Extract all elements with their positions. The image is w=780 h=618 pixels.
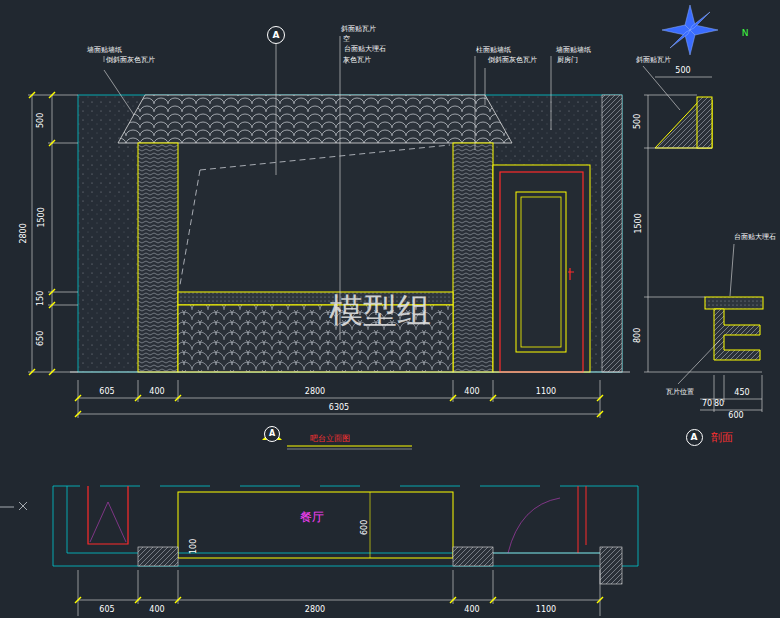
material-note: 灰色瓦片 [343,57,371,65]
dimension: 605 [99,388,114,397]
dimension: 650 [38,330,47,345]
material-note: 墙面贴墙纸 [87,47,122,55]
dimension: 1500 [635,213,644,233]
dimension: 600 [728,412,743,421]
dimension: 2800 [20,223,29,243]
dimension: 400 [149,606,164,615]
dimension: 400 [149,388,164,397]
dimension: 100 [191,538,200,553]
section-title: 剖面 [711,432,733,444]
material-note: 瓦片位置 [666,389,694,397]
dimension: 800 [635,327,644,342]
dimension: 1100 [536,388,556,397]
section-marker: A [686,429,703,446]
material-note: 厨房门 [557,57,578,65]
material-note: 台面贴大理石 [344,46,386,54]
dimension: 150 [38,290,47,305]
material-note: 倒斜面灰色瓦片 [106,57,155,65]
north-label: N [742,29,749,39]
material-note: 斜面贴瓦片 [636,57,671,65]
dimension: 605 [99,606,114,615]
material-note: 空 [343,36,350,44]
material-note: 斜面贴瓦片 [341,26,376,34]
room-label: 餐厅 [300,511,324,524]
section-marker: A [264,426,280,442]
material-note: 墙面贴墙纸 [556,47,591,55]
dimension: 1500 [38,207,47,227]
marker-letter: A [691,433,698,442]
dimension: 400 [464,388,479,397]
dimension: 70 [702,400,712,409]
dimension: 500 [635,113,644,128]
section-marker: A [267,26,285,44]
dimension: 1100 [536,606,556,615]
dimension: 400 [464,606,479,615]
material-note: 台面贴大理石 [734,234,776,242]
marker-letter: A [273,31,280,40]
drawing-title: 吧台立面图 [310,435,350,444]
dimension: 600 [362,519,371,534]
marker-letter: A [269,430,275,438]
dimension: 450 [734,389,749,398]
dimension: 500 [675,67,690,76]
watermark: 模型组 [329,292,431,329]
material-note: 倒斜面灰色瓦片 [488,57,537,65]
dimension: 500 [38,112,47,127]
dimension: 80 [714,400,724,409]
dimension: 6305 [329,404,349,413]
dimension: 2800 [305,388,325,397]
dimension: 2800 [305,606,325,615]
material-note: 柱面贴墙纸 [476,47,511,55]
